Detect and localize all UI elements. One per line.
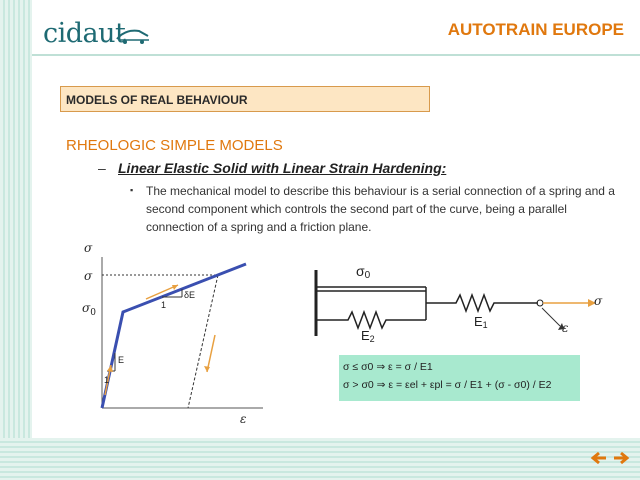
output-sigma: σ [594,294,603,308]
section-header: MODELS OF REAL BEHAVIOUR [60,86,430,112]
bottom-decoration [0,438,640,480]
arrow-right-icon[interactable] [612,450,630,471]
left-decoration [0,0,32,480]
slide-navigation [590,450,630,471]
formula-plastic: σ > σ0 ⇒ ε = εel + εpl = σ / E1 + (σ - σ… [343,379,552,391]
logo-car-icon [116,29,149,44]
y-tick-yield-sub: 0 [90,308,96,318]
spring-e1-sub: 1 [483,320,488,330]
section-title: MODELS OF REAL BEHAVIOUR [66,93,248,107]
output-epsilon: ε [562,321,568,335]
friction-label-sub: 0 [365,270,371,281]
spring-e1-base: E [474,314,483,329]
spring-e2-sub: 2 [370,334,375,343]
brand-title: AUTOTRAIN EUROPE [447,20,624,39]
friction-label: σ0 [356,263,371,281]
list-dash: – [98,160,106,176]
slope-label-one: 1 [104,375,109,385]
spring-e2-label: E2 [361,328,375,343]
header-divider [32,54,640,56]
spring-e1 [426,292,538,314]
formula-elastic: σ ≤ σ0 ⇒ ε = σ / E1 [343,361,433,373]
y-tick-upper: σ [84,269,93,283]
x-axis-label: ε [240,412,246,426]
y-tick-yield: σ0 [82,301,96,318]
subtitle: RHEOLOGIC SIMPLE MODELS [66,137,283,154]
y-axis-label: σ [84,241,93,255]
model-description: The mechanical model to describe this be… [146,184,615,234]
spring-e1-label: E1 [474,314,488,330]
formula-box: σ ≤ σ0 ⇒ ε = σ / E1 σ > σ0 ⇒ ε = εel + ε… [339,355,580,401]
spring-e2-base: E [361,328,370,343]
mechanical-model-diagram: σ0 E2 E1 σ ε [314,263,603,343]
stress-strain-graph: σ σ σ0 ε E 1 δE 1 [82,241,263,426]
friction-label-base: σ [356,263,365,279]
strain-arrow [541,307,561,327]
hardening-one: 1 [161,300,166,310]
logo-text: cidaut [43,18,126,49]
bullet-icon: ▪ [130,185,134,195]
slope-label-e: E [118,355,124,365]
model-heading: Linear Elastic Solid with Linear Strain … [118,160,447,176]
spring-e2 [316,309,426,331]
unloading-path [187,274,219,409]
y-tick-yield-base: σ [82,301,91,315]
unload-arrow [206,334,216,373]
loading-arrow [145,284,179,300]
arrow-left-icon[interactable] [590,450,608,471]
hardening-label: δE [184,290,195,300]
